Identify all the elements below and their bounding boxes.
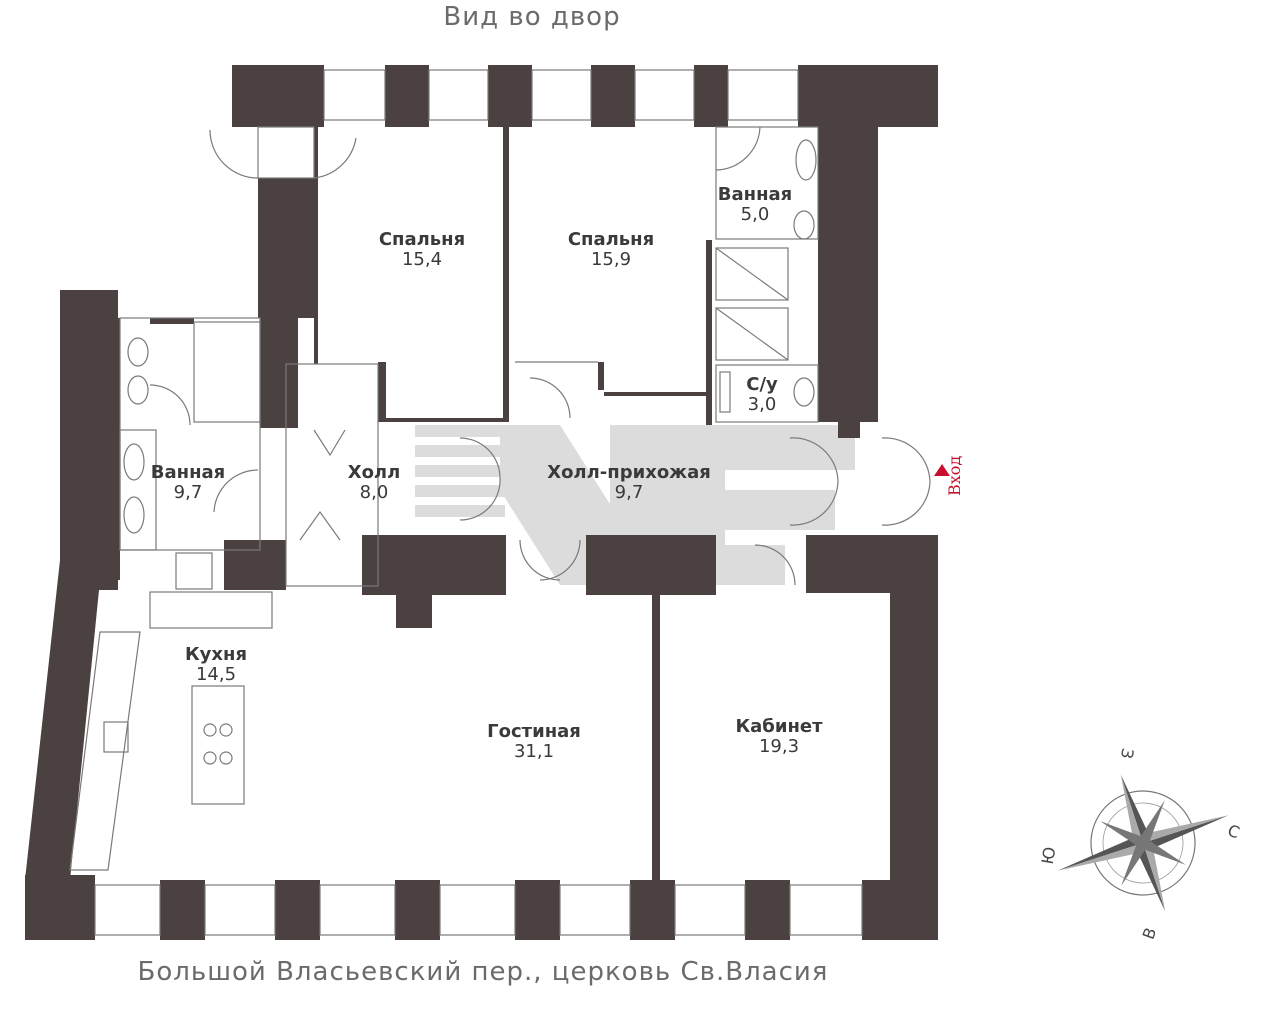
room-label: Ванная — [150, 462, 226, 483]
thin-lines — [69, 69, 931, 936]
walls — [25, 65, 938, 940]
entrance-label: Вход — [945, 455, 964, 496]
room-hall: Холл 8,0 — [324, 463, 424, 503]
room-label: Ванная — [717, 184, 793, 205]
room-label: С/у — [746, 374, 778, 395]
room-area: 15,4 — [401, 249, 443, 270]
room-label: Спальня — [378, 229, 466, 250]
room-label: Холл-прихожая — [547, 462, 711, 483]
room-bathroom-top: Ванная 5,0 — [705, 185, 805, 225]
room-kitchen: Кухня 14,5 — [166, 645, 266, 685]
room-label: Гостиная — [487, 721, 581, 742]
room-study: Кабинет 19,3 — [719, 717, 839, 757]
room-label: Спальня — [567, 229, 655, 250]
room-area: 9,7 — [173, 482, 203, 503]
room-label: Холл — [347, 462, 401, 483]
entrance-arrow-icon — [934, 464, 950, 476]
courtyard-view-label: Вид во двор — [443, 2, 621, 32]
room-area: 14,5 — [195, 664, 237, 685]
room-area: 9,7 — [614, 482, 644, 503]
room-area: 3,0 — [747, 394, 777, 415]
room-entry-hall: Холл-прихожая 9,7 — [529, 463, 729, 503]
room-wc: С/у 3,0 — [722, 375, 802, 415]
room-area: 8,0 — [359, 482, 389, 503]
room-living: Гостиная 31,1 — [474, 722, 594, 762]
compass-rose — [1057, 774, 1229, 912]
street-label: Большой Власьевский пер., церковь Св.Вла… — [137, 957, 829, 987]
room-area: 5,0 — [740, 204, 770, 225]
room-label: Кухня — [184, 644, 248, 665]
room-area: 19,3 — [758, 736, 800, 757]
compass-south-label: Ю — [1037, 845, 1060, 866]
room-bedroom-1: Спальня 15,4 — [352, 230, 492, 270]
room-bathroom-left: Ванная 9,7 — [138, 463, 238, 503]
room-label: Кабинет — [735, 716, 823, 737]
room-bedroom-2: Спальня 15,9 — [541, 230, 681, 270]
room-area: 15,9 — [590, 249, 632, 270]
room-area: 31,1 — [513, 741, 555, 762]
